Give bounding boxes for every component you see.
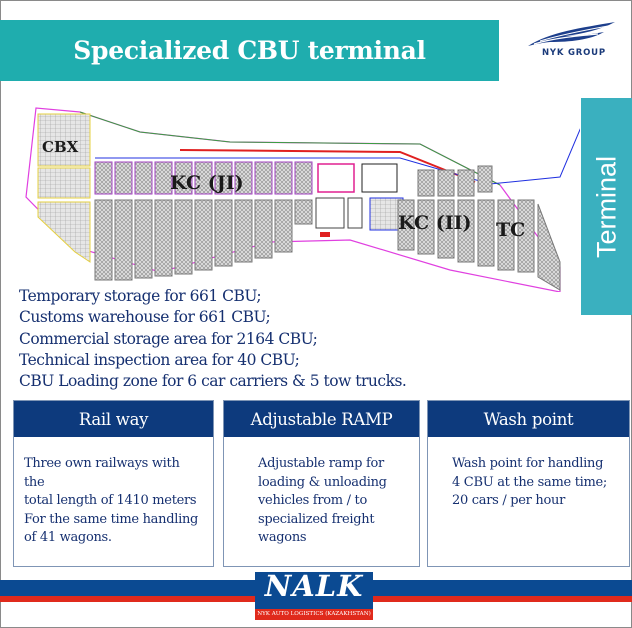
building-ramp — [347, 197, 363, 229]
feature-card-line: vehicles from / to — [258, 493, 367, 508]
feature-card-body: Wash point for handling 4 CBU at the sam… — [428, 437, 629, 511]
fact-item: Technical inspection area for 40 CBU; — [19, 350, 300, 369]
building-admin — [317, 163, 355, 193]
storage-blocks-upper — [94, 161, 313, 195]
feature-card-line: Adjustable ramp for — [258, 456, 384, 471]
page-title: Specialized CBU terminal — [73, 36, 426, 65]
feature-card-body: Three own railways with the total length… — [14, 437, 213, 548]
fact-item: CBU Loading zone for 6 car carriers & 5 … — [19, 372, 407, 391]
wash-point-marker — [320, 232, 330, 237]
feature-card-wash-point: Wash point Wash point for handling 4 CBU… — [427, 400, 630, 567]
feature-card-title: Rail way — [14, 401, 213, 437]
capacity-facts-list: Temporary storage for 661 CBU; Customs w… — [19, 286, 407, 392]
zone-label-kc-ji: KC (JI) — [170, 172, 244, 194]
feature-card-line: Three own railways with the — [24, 456, 180, 490]
feature-card-line: 4 CBU at the same time; — [452, 474, 607, 490]
building-warehouse — [361, 163, 398, 193]
feature-card-line: total length of 1410 meters — [24, 493, 197, 508]
fact-item: Commercial storage area for 2164 CBU; — [19, 329, 318, 348]
feature-card-line: Wash point for handling — [452, 456, 604, 471]
zone-label-kc-ii: KC (II) — [398, 212, 472, 234]
building-inspection — [315, 197, 345, 229]
nalk-logo-subtitle: NYK AUTO LOGISTICS (KAZAKHSTAN) — [255, 609, 373, 620]
feature-card-line: loading & unloading — [258, 474, 387, 490]
feature-card-line: specialized freight — [258, 511, 375, 527]
rail-line-green — [79, 111, 501, 186]
zone-cbx — [37, 113, 91, 167]
terminal-label: Terminal — [591, 155, 621, 258]
fact-item: Temporary storage for 661 CBU; — [19, 287, 262, 305]
feature-card-line: 20 cars / per hour — [452, 493, 565, 508]
storage-blocks-east — [397, 165, 561, 291]
nyk-group-logo: NYK GROUP — [520, 20, 620, 68]
feature-card-line: of 41 wagons. — [24, 530, 112, 545]
terminal-site-plan: CBX KC (JI) — [25, 107, 580, 292]
zone-cbx-3 — [37, 201, 91, 263]
storage-blocks-lower — [94, 199, 313, 281]
feature-card-line: For the same time handling — [24, 511, 199, 527]
zone-label-tc: TC — [496, 219, 525, 241]
wing-icon — [528, 22, 615, 46]
feature-card-railway: Rail way Three own railways with the tot… — [13, 400, 214, 567]
feature-card-title: Wash point — [428, 401, 629, 437]
zone-label-cbx: CBX — [42, 138, 79, 156]
feature-card-adjustable-ramp: Adjustable RAMP Adjustable ramp for load… — [223, 400, 420, 567]
fact-item: Customs warehouse for 661 CBU; — [19, 308, 271, 327]
title-banner: Specialized CBU terminal — [0, 20, 499, 81]
nalk-logo: NALK NYK AUTO LOGISTICS (KAZAKHSTAN) — [255, 569, 373, 620]
feature-card-body: Adjustable ramp for loading & unloading … — [224, 437, 419, 548]
zone-cbx-2 — [37, 167, 91, 199]
feature-card-line: wagons — [258, 530, 307, 545]
nyk-logo-text: NYK GROUP — [542, 48, 606, 58]
nalk-logo-text: NALK — [264, 569, 364, 603]
feature-card-title: Adjustable RAMP — [224, 401, 419, 437]
terminal-side-tab: Terminal — [581, 98, 632, 315]
